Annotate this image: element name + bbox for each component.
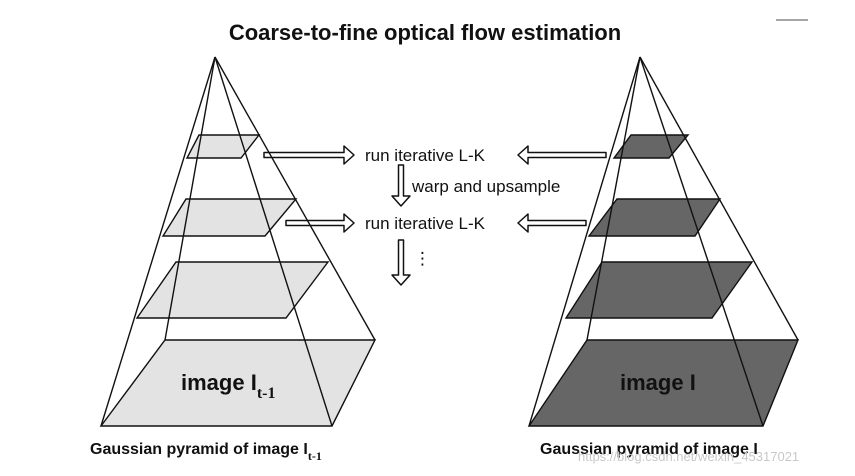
left-pyramid: image It-1 Gaussian pyramid of image It-… [90,56,377,463]
step-warp-upsample: warp and upsample [411,177,560,196]
right-edge-outer-right [639,56,799,341]
left-image-label: image It-1 [181,370,275,402]
arrow-right-1 [263,145,355,165]
right-edge-outer-left [528,56,641,427]
step-lk-2: run iterative L-K [365,214,486,233]
left-edge-back [164,56,216,341]
arrow-down-2 [391,239,411,286]
flow-arrows [263,145,607,286]
step-ellipsis: ⋮ [414,249,431,268]
left-level-3 [135,261,330,319]
right-level-1 [612,134,690,159]
right-pyramid: image I Gaussian pyramid of image I [527,56,800,458]
left-level-2 [161,198,298,237]
right-edge-front [639,56,764,427]
watermark: https://blog.csdn.net/weixin_45317021 [578,449,799,464]
left-edge-front [214,56,333,427]
arrow-left-2 [517,213,587,233]
arrow-left-1 [517,145,607,165]
step-lk-1: run iterative L-K [365,146,486,165]
left-caption: Gaussian pyramid of image It-1 [90,441,322,463]
arrow-down-1 [391,164,411,207]
right-image-label: image I [620,370,696,395]
right-level-3 [564,261,754,319]
left-edge-outer-right [214,56,376,341]
left-edge-outer-left [100,56,216,427]
arrow-right-2 [285,213,355,233]
right-level-2 [587,198,722,237]
diagram-title: Coarse-to-fine optical flow estimation [229,20,621,45]
right-edge-back [586,56,641,341]
right-caption: Gaussian pyramid of image I [540,441,758,458]
